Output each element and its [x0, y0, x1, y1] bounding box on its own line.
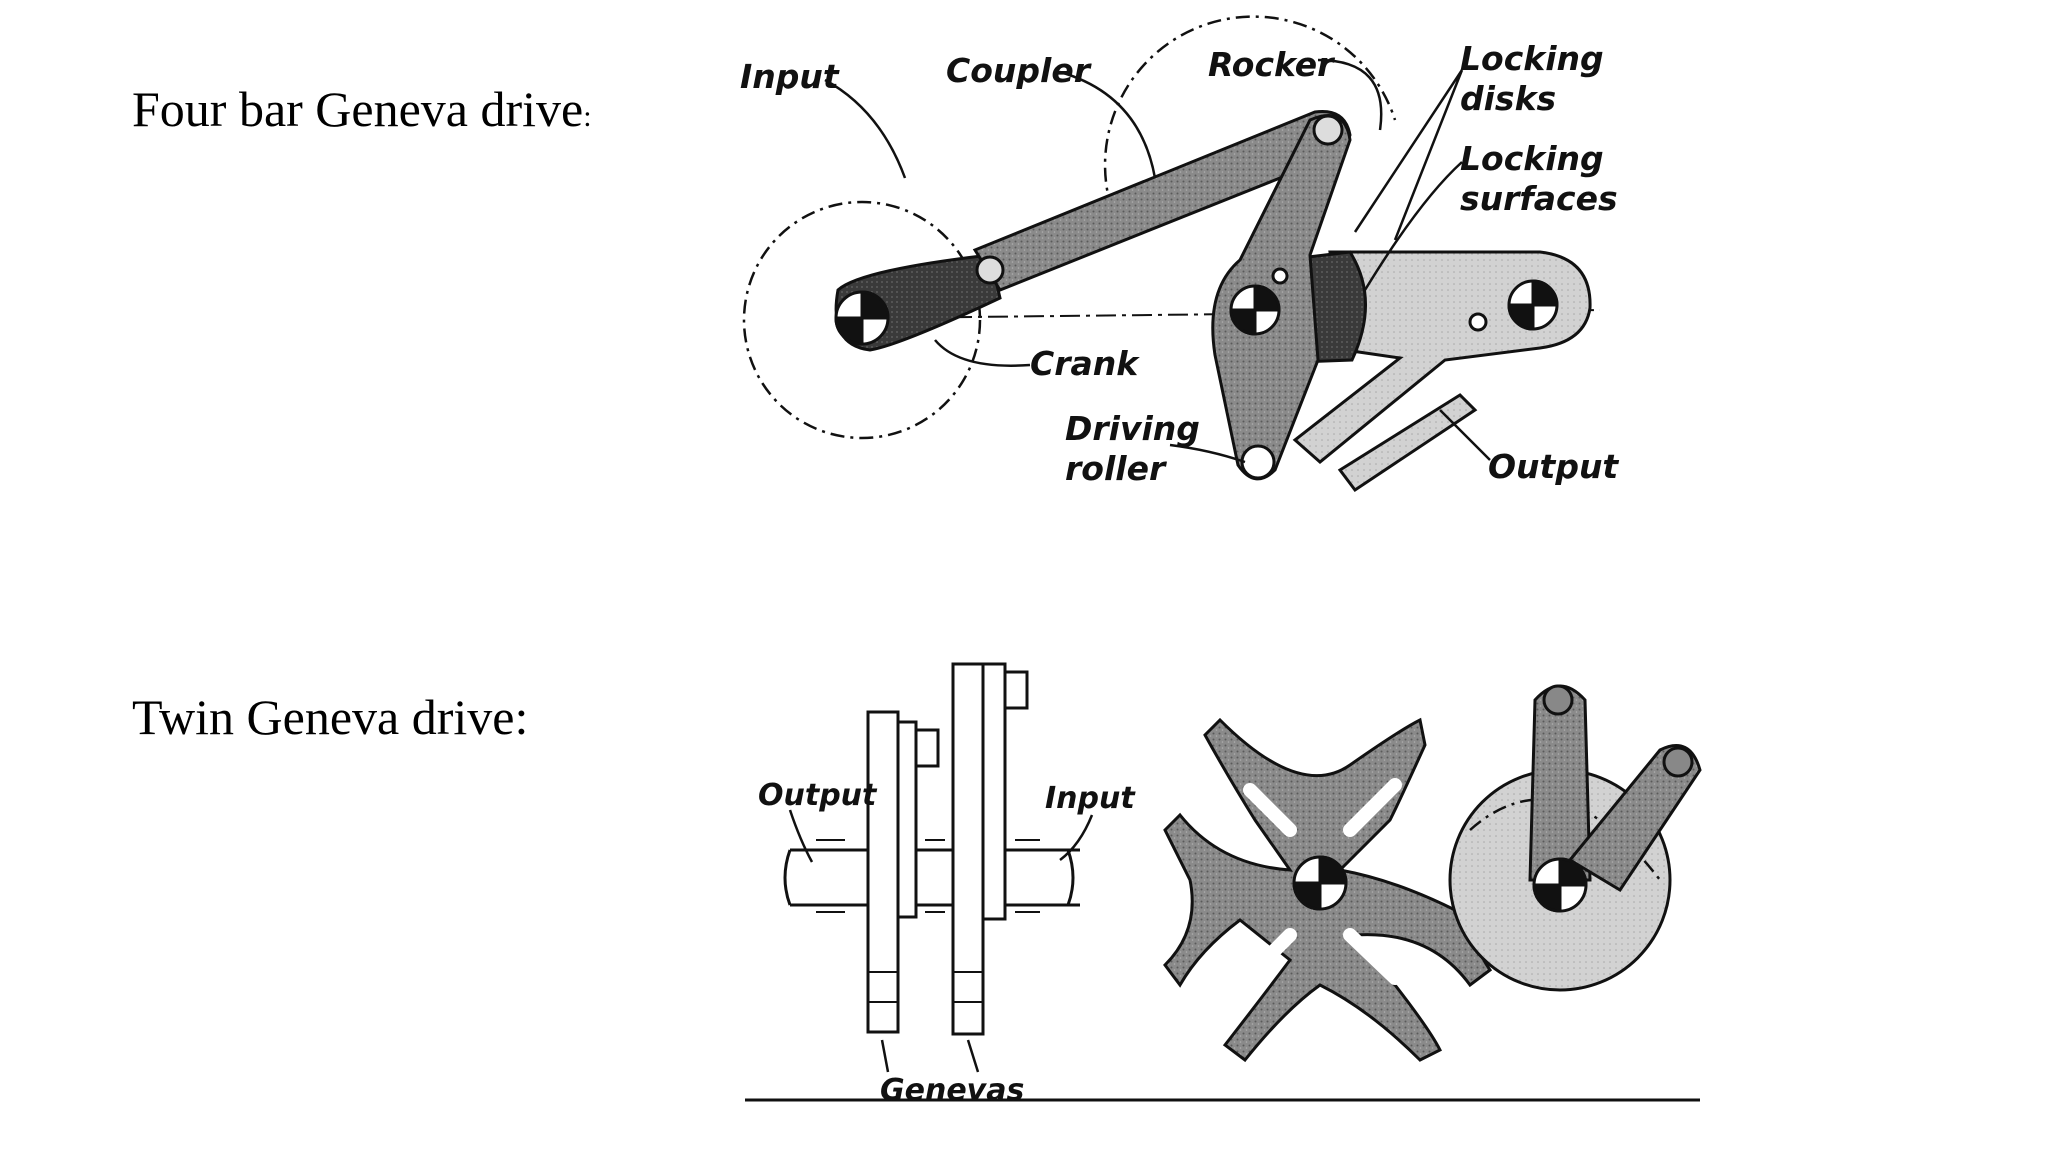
four-bar-heading-text: Four bar Geneva drive — [132, 81, 584, 137]
output-small-hole — [1468, 312, 1488, 332]
label-locking-disks-line2: disks — [1460, 79, 1556, 118]
rocker-small-hole — [1271, 267, 1289, 285]
crank-pivot — [834, 290, 890, 346]
coupler-rocker-pin — [1312, 114, 1344, 146]
locking-disks-leader — [1353, 69, 1464, 241]
geneva-slot-sw — [1243, 928, 1297, 982]
input-shaft — [1010, 848, 1075, 907]
label-twin-output: Output — [758, 778, 878, 813]
label-output: Output — [1488, 447, 1619, 486]
output-pivot — [1507, 279, 1559, 331]
driving-roller-leader — [1169, 443, 1246, 464]
driver-arm-2-pin — [1662, 746, 1694, 778]
label-input: Input — [740, 57, 840, 96]
rocker-pivot — [1229, 284, 1281, 336]
geneva-slot-nw — [1243, 783, 1297, 837]
geneva-plate-2-arm — [981, 662, 1007, 921]
shaft-collars — [816, 839, 1040, 913]
label-genevas: Genevas — [880, 1073, 1024, 1108]
four-bar-geneva-diagram — [742, 15, 1601, 493]
twin-geneva-side-view — [745, 662, 1700, 1102]
twin-geneva-heading: Twin Geneva drive: — [132, 689, 529, 745]
output-fork-lower — [1337, 393, 1478, 493]
input-circle — [742, 200, 982, 440]
coupler-crank-pin — [975, 255, 1005, 285]
driver-arm-1-pin — [1542, 684, 1574, 716]
crank-leader — [934, 339, 1031, 367]
driver-pivot — [1532, 857, 1588, 913]
rocker-arc — [1103, 15, 1397, 211]
label-twin-input: Input — [1045, 781, 1136, 816]
output-shaft — [783, 848, 1080, 907]
four-bar-heading-colon: : — [583, 100, 592, 133]
driving-roller — [1240, 444, 1276, 480]
label-locking-disks-line1: Locking — [1460, 39, 1604, 78]
geneva-plate-details — [868, 971, 983, 1003]
twin-labels: Output Input Genevas — [758, 778, 1136, 1108]
twin-geneva-front-view — [1163, 684, 1702, 1063]
label-coupler: Coupler — [946, 51, 1092, 90]
geneva-plate-2 — [951, 662, 985, 1036]
label-driving-roller-line2: roller — [1065, 449, 1167, 488]
rocker-leader — [1317, 58, 1383, 131]
output-leader — [1439, 409, 1491, 461]
label-crank: Crank — [1030, 344, 1140, 383]
coupler-leader — [1059, 70, 1157, 179]
twin-input-leader — [1059, 814, 1094, 861]
geneva-slot-ne — [1343, 778, 1402, 837]
geneva-slot-se — [1343, 928, 1402, 985]
geneva-plate-2-bolt — [1003, 670, 1029, 710]
label-driving-roller-line1: Driving — [1065, 409, 1200, 448]
geneva-plate-1-bolt — [914, 728, 940, 768]
locking-surfaces-leader — [1363, 161, 1463, 291]
label-locking-surfaces-line2: surfaces — [1460, 179, 1618, 218]
four-bar-labels: Input Coupler Rocker Locking disks Locki… — [740, 39, 1619, 488]
geneva-center-pivot — [1292, 855, 1348, 911]
label-rocker: Rocker — [1208, 45, 1335, 84]
twin-output-leader — [788, 809, 814, 863]
geneva-plate-1-arm — [896, 720, 918, 919]
driver-arm-1 — [1528, 684, 1592, 882]
genevas-leader — [880, 1039, 980, 1073]
input-leader — [824, 78, 907, 179]
four-bar-geneva-heading: Four bar Geneva drive: — [132, 80, 592, 138]
driver-arm-2 — [1567, 744, 1702, 893]
label-locking-surfaces-line1: Locking — [1460, 139, 1604, 178]
geneva-plate-1 — [866, 710, 900, 1034]
